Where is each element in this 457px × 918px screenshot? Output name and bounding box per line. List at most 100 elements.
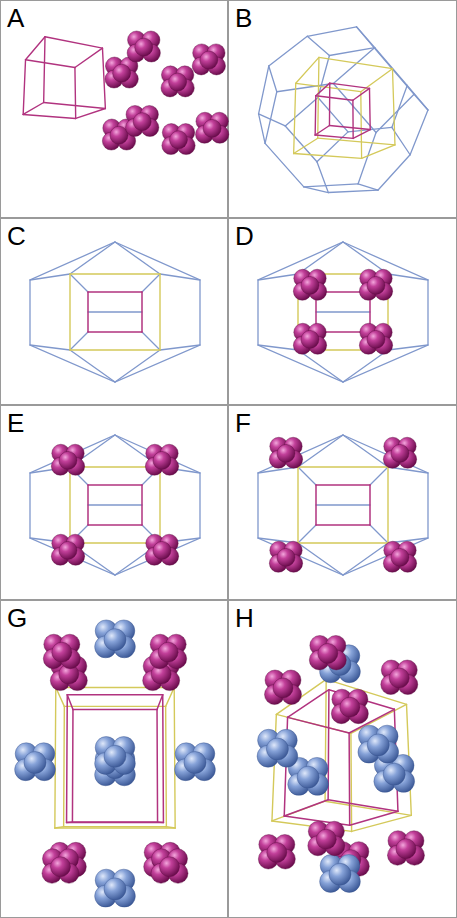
wire-line bbox=[329, 126, 370, 130]
wire-line bbox=[285, 97, 318, 125]
magenta-cluster bbox=[383, 437, 416, 468]
wire-line bbox=[298, 350, 343, 382]
wire-line bbox=[265, 92, 277, 144]
wire-line bbox=[259, 66, 269, 114]
wire-line bbox=[258, 274, 298, 280]
wire-line bbox=[388, 274, 428, 280]
wire-line bbox=[362, 145, 395, 159]
panel-frame bbox=[1, 1, 228, 218]
blue-cluster bbox=[358, 725, 399, 763]
wire-line bbox=[173, 688, 175, 829]
wire-line bbox=[316, 484, 370, 486]
wire-line bbox=[26, 37, 45, 60]
wire-line bbox=[70, 274, 88, 292]
magenta-cluster bbox=[145, 444, 178, 475]
wire-line bbox=[23, 114, 76, 118]
panel-letter: H bbox=[235, 603, 254, 633]
magenta-cluster bbox=[265, 670, 302, 705]
wire-line bbox=[316, 96, 353, 101]
wire-line bbox=[392, 69, 394, 145]
wire-line bbox=[360, 92, 362, 159]
wire-line bbox=[343, 435, 388, 467]
magenta-cluster bbox=[126, 105, 159, 136]
wire-line bbox=[315, 135, 353, 138]
panel-letter: G bbox=[7, 603, 27, 633]
wire-line bbox=[88, 484, 142, 486]
wire-line bbox=[72, 710, 74, 822]
panel-frame bbox=[229, 219, 457, 405]
wire-line bbox=[315, 126, 329, 136]
magenta-sphere bbox=[340, 697, 360, 717]
magenta-sphere bbox=[52, 642, 72, 662]
magenta-cluster bbox=[51, 444, 84, 475]
blue-cluster bbox=[95, 737, 136, 775]
magenta-sphere bbox=[316, 829, 336, 849]
wire-line bbox=[352, 815, 412, 831]
wire-line bbox=[88, 291, 142, 293]
wire-line bbox=[370, 467, 388, 485]
wire-line bbox=[88, 524, 142, 526]
wire-line bbox=[294, 83, 296, 153]
panel-letter: F bbox=[235, 408, 251, 438]
wire-line bbox=[69, 467, 70, 543]
panel-frame bbox=[229, 406, 457, 600]
magenta-cluster bbox=[293, 323, 326, 354]
wire-line bbox=[162, 695, 164, 823]
wire-line bbox=[142, 332, 160, 350]
wire-line bbox=[166, 827, 175, 828]
wire-line bbox=[388, 345, 428, 350]
wire-line bbox=[74, 68, 76, 119]
panel-letter: C bbox=[7, 221, 26, 251]
wire-line bbox=[159, 274, 160, 350]
wire-line bbox=[318, 138, 395, 145]
panel-e-art bbox=[30, 435, 200, 575]
magenta-sphere bbox=[318, 643, 338, 663]
panel-f-art bbox=[258, 435, 428, 575]
wire-line bbox=[70, 242, 115, 274]
magenta-cluster bbox=[150, 634, 187, 669]
wire-line bbox=[158, 821, 164, 823]
magenta-sphere bbox=[113, 64, 131, 82]
magenta-sphere bbox=[367, 276, 385, 294]
wire-line bbox=[343, 242, 388, 274]
wire-line bbox=[316, 83, 330, 96]
blue-sphere bbox=[383, 763, 405, 785]
wire-line bbox=[66, 695, 68, 823]
wire-line bbox=[315, 485, 317, 525]
wire-line bbox=[259, 114, 266, 143]
wire-line bbox=[328, 800, 398, 812]
magenta-cluster bbox=[387, 831, 424, 866]
wire-line bbox=[298, 467, 316, 485]
wire-line bbox=[353, 130, 370, 139]
wire-line bbox=[160, 274, 200, 280]
magenta-sphere bbox=[158, 642, 178, 662]
magenta-cluster bbox=[162, 124, 195, 155]
wire-line bbox=[376, 94, 414, 132]
wire-line bbox=[88, 311, 142, 312]
magenta-cluster bbox=[151, 849, 188, 884]
blue-sphere bbox=[184, 752, 206, 774]
blue-sphere bbox=[367, 734, 389, 756]
blue-cluster bbox=[95, 869, 136, 907]
magenta-sphere bbox=[301, 276, 319, 294]
wire-line bbox=[387, 467, 388, 543]
magenta-sphere bbox=[153, 541, 171, 559]
magenta-cluster bbox=[381, 660, 418, 695]
wire-line bbox=[157, 695, 163, 710]
panel-letter: D bbox=[235, 221, 254, 251]
panel-frame bbox=[1, 406, 228, 600]
panel-d-art bbox=[258, 242, 428, 382]
magenta-cluster bbox=[51, 534, 84, 565]
blue-cluster bbox=[15, 743, 56, 781]
blue-cluster bbox=[320, 854, 361, 892]
wire-line bbox=[70, 350, 115, 382]
magenta-sphere bbox=[396, 839, 416, 859]
blue-sphere bbox=[104, 629, 126, 651]
wire-line bbox=[70, 273, 160, 274]
wire-line bbox=[70, 349, 160, 350]
wire-line bbox=[30, 345, 70, 350]
magenta-cluster bbox=[359, 269, 392, 300]
wire-line bbox=[370, 525, 388, 543]
magenta-cluster bbox=[359, 323, 392, 354]
